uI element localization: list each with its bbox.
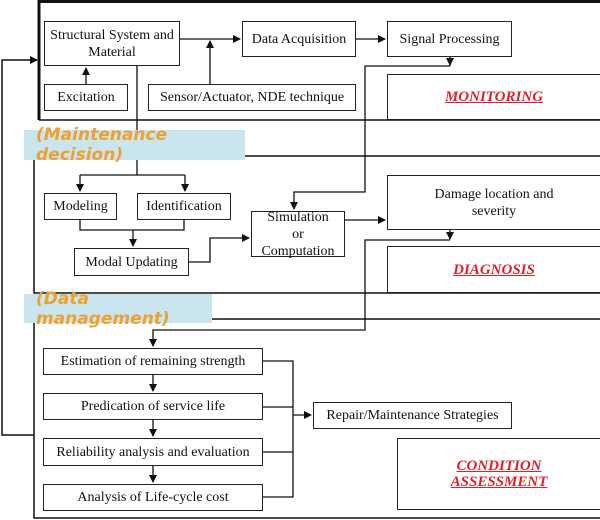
modeling-text: Modeling bbox=[53, 199, 108, 214]
signal-processing-text: Signal Processing bbox=[399, 31, 500, 47]
diagnosis-label-box: DIAGNOSIS bbox=[387, 246, 600, 293]
data-acquisition-box: Data Acquisition bbox=[242, 21, 356, 57]
identification-box: Identification bbox=[137, 193, 231, 220]
sensor-text: Sensor/Actuator, NDE technique bbox=[159, 90, 345, 105]
data-acquisition-text: Data Acquisition bbox=[251, 31, 347, 47]
reliability-text: Reliability analysis and evaluation bbox=[56, 444, 250, 460]
damage-text: Damage location and severity bbox=[434, 186, 554, 219]
excitation-text: Excitation bbox=[57, 90, 115, 105]
simulation-text: Simulation or Computation bbox=[261, 209, 335, 259]
maintenance-decision-band: (Maintenance decision) bbox=[24, 125, 245, 165]
data-management-text: (Data management) bbox=[36, 288, 170, 329]
modal-updating-box: Modal Updating bbox=[74, 248, 189, 276]
modal-updating-text: Modal Updating bbox=[85, 254, 178, 270]
simulation-box: Simulation or Computation bbox=[251, 209, 345, 259]
lifecycle-text: Analysis of Life-cycle cost bbox=[77, 490, 229, 505]
data-management-band: (Data management) bbox=[24, 289, 212, 329]
estimation-text: Estimation of remaining strength bbox=[60, 354, 246, 369]
structural-system-text: Structural System and Material bbox=[50, 27, 174, 60]
lifecycle-box: Analysis of Life-cycle cost bbox=[43, 484, 263, 511]
estimation-box: Estimation of remaining strength bbox=[43, 348, 263, 375]
condition-label-box: CONDITION ASSESSMENT bbox=[397, 438, 600, 510]
condition-frame bbox=[33, 318, 600, 519]
monitoring-label: MONITORING bbox=[444, 89, 544, 105]
feedback-arrow bbox=[1, 56, 38, 436]
modeling-box: Modeling bbox=[44, 193, 117, 220]
repair-box: Repair/Maintenance Strategies bbox=[313, 402, 512, 429]
structural-system-box: Structural System and Material bbox=[44, 21, 180, 66]
repair-text: Repair/Maintenance Strategies bbox=[326, 408, 499, 423]
condition-label: CONDITION ASSESSMENT bbox=[450, 458, 548, 490]
diagnosis-frame bbox=[33, 155, 600, 294]
predication-box: Predication of service life bbox=[43, 393, 263, 420]
maintenance-decision-text: (Maintenance decision) bbox=[36, 125, 168, 165]
excitation-box: Excitation bbox=[44, 84, 128, 111]
predication-text: Predication of service life bbox=[80, 399, 226, 414]
monitoring-label-box: MONITORING bbox=[387, 74, 600, 120]
damage-box: Damage location and severity bbox=[387, 175, 600, 230]
sensor-box: Sensor/Actuator, NDE technique bbox=[148, 84, 356, 111]
reliability-box: Reliability analysis and evaluation bbox=[43, 438, 263, 466]
monitoring-frame-top bbox=[37, 0, 600, 120]
signal-processing-box: Signal Processing bbox=[387, 21, 512, 57]
diagnosis-label: DIAGNOSIS bbox=[453, 261, 535, 278]
identification-text: Identification bbox=[146, 199, 222, 214]
